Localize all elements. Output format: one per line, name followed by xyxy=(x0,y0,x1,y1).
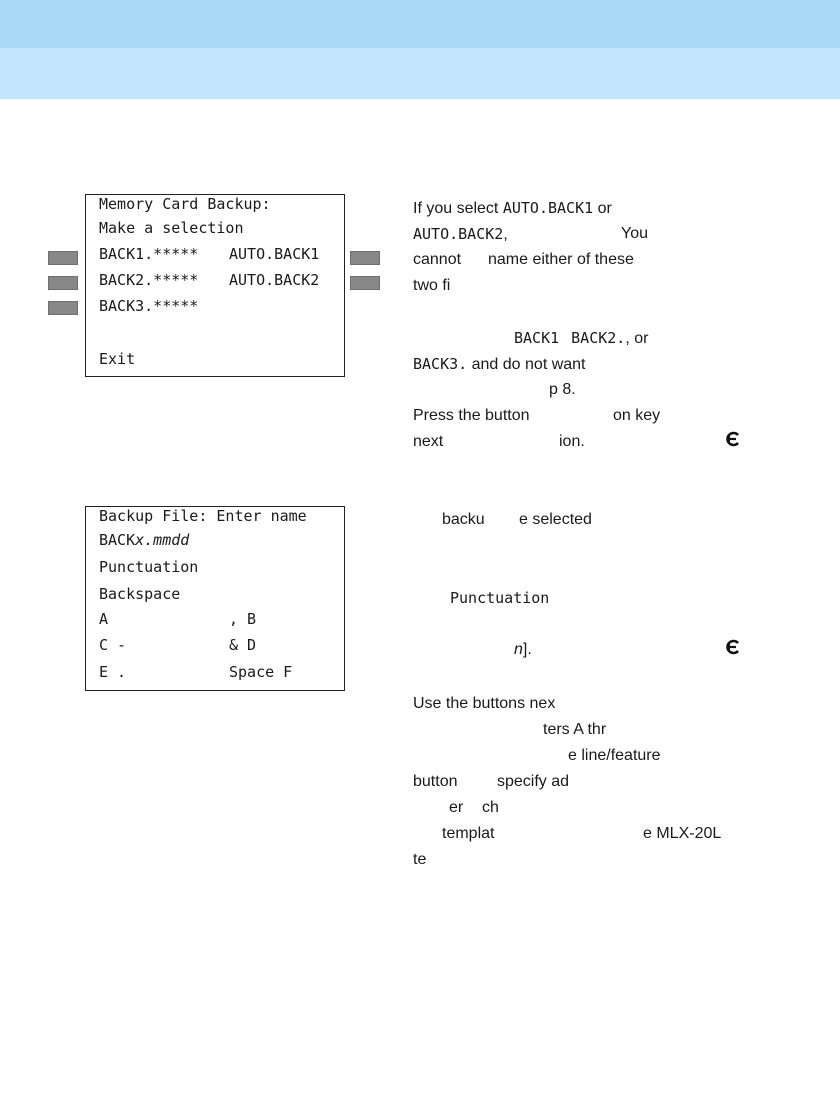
para4-line4a: button xyxy=(413,773,458,790)
para4-line5a: er xyxy=(449,799,464,816)
option-auto-back1: AUTO.BACK1 xyxy=(229,245,320,263)
code-back1: BACK1 xyxy=(514,329,560,347)
para4-line6b: e MLX-20L xyxy=(643,825,722,842)
option-letter-b: , B xyxy=(229,610,257,628)
para1-line3a: cannot xyxy=(413,251,462,268)
filename-prefix: BACK xyxy=(99,531,136,549)
code-auto-back1: AUTO.BACK1 xyxy=(502,199,594,217)
backup-filename: BACKx.mmdd xyxy=(99,531,189,549)
return-arrow-icon xyxy=(726,639,739,655)
header-band xyxy=(0,0,840,48)
option-letter-c: C - xyxy=(99,636,127,654)
option-auto-back2: AUTO.BACK2 xyxy=(229,271,320,289)
screen-title: Backup File: Enter name xyxy=(99,507,307,525)
softkey-left-1[interactable] xyxy=(48,251,78,265)
para3-line1a: backu xyxy=(442,511,485,528)
option-backspace: Backspace xyxy=(99,585,181,603)
para4-line4b: specify ad xyxy=(497,773,570,790)
softkey-right-2[interactable] xyxy=(350,276,380,290)
para3-line1b: e selected xyxy=(519,511,592,528)
option-letter-d: & D xyxy=(229,636,257,654)
option-letter-e: E . xyxy=(99,663,127,681)
softkey-left-3[interactable] xyxy=(48,301,78,315)
para3-line3: n]. xyxy=(514,640,532,660)
para4-line7: te xyxy=(413,851,427,868)
para2-line4a: Press the button xyxy=(413,407,530,424)
para4-line2: ters A thr xyxy=(543,721,607,738)
display-screen-memory-card-backup: Memory Card Backup: Make a selection BAC… xyxy=(85,194,345,377)
option-back3: BACK3.***** xyxy=(99,297,199,315)
option-back1: BACK1.***** xyxy=(99,245,199,263)
text: , xyxy=(503,226,508,243)
option-exit: Exit xyxy=(99,350,136,368)
para2-line3: p 8. xyxy=(549,381,576,398)
code-back2: BACK2. xyxy=(571,329,626,347)
para4-line1: Use the buttons nex xyxy=(413,695,556,712)
para2-line5a: next xyxy=(413,433,444,450)
return-arrow-icon xyxy=(726,431,739,447)
para2-line2: BACK3. and do not want xyxy=(413,354,586,375)
text: or xyxy=(593,200,612,217)
softkey-right-1[interactable] xyxy=(350,251,380,265)
screen-title: Memory Card Backup: xyxy=(99,195,271,213)
text: If you select xyxy=(413,200,503,217)
para1-line4: two fi xyxy=(413,277,451,294)
subheader-band xyxy=(0,48,840,99)
option-back2: BACK2.***** xyxy=(99,271,199,289)
code-punctuation: Punctuation xyxy=(450,589,550,607)
softkey-left-2[interactable] xyxy=(48,276,78,290)
text: ]. xyxy=(522,641,532,658)
text: , or xyxy=(625,330,649,347)
text-variable: n xyxy=(514,641,523,658)
para1-line2-right: You xyxy=(621,225,648,242)
para1-line1: If you select AUTO.BACK1 or xyxy=(413,198,612,219)
filename-variable: x.mmdd xyxy=(135,531,190,549)
para4-line6a: templat xyxy=(442,825,495,842)
option-letter-a: A xyxy=(99,610,109,628)
para4-line5b: ch xyxy=(482,799,499,816)
para4-line3: e line/feature xyxy=(568,747,661,764)
option-punctuation: Punctuation xyxy=(99,558,199,576)
para2-line4b: on key xyxy=(613,407,661,424)
text: and do not want xyxy=(467,356,586,373)
para2-line5b: ion. xyxy=(559,433,585,450)
option-letter-f: Space F xyxy=(229,663,293,681)
code-back3: BACK3. xyxy=(413,355,468,373)
display-screen-backup-file: Backup File: Enter name BACKx.mmdd Punct… xyxy=(85,506,345,691)
screen-prompt: Make a selection xyxy=(99,219,244,237)
para2-line1: BACK1 BACK2., or xyxy=(514,328,648,349)
code-auto-back2: AUTO.BACK2 xyxy=(413,225,504,243)
para1-line3b: name either of these xyxy=(488,251,634,268)
para1-line2: AUTO.BACK2, xyxy=(413,224,508,245)
